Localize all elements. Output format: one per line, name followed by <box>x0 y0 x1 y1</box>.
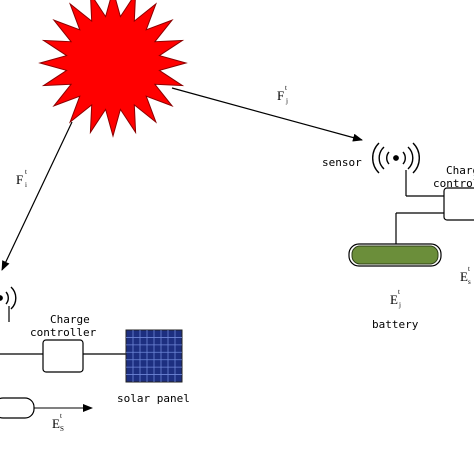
flow-fi-sub: i <box>25 181 27 189</box>
flow-label-fi: F t i <box>16 168 27 189</box>
battery-icon <box>351 245 439 265</box>
left-controller-label-line2: controller <box>30 326 97 339</box>
output-energy-label: E t S <box>52 412 64 433</box>
right-controller-label-line2: controller <box>433 177 474 190</box>
left-battery-icon <box>0 397 35 419</box>
battery-energy-sub: j <box>398 301 401 309</box>
output-energy-sup: t <box>60 412 62 420</box>
sensor-label: sensor <box>322 156 362 169</box>
flow-label-fj: F t j <box>277 84 288 105</box>
left-antenna-icon <box>0 286 17 310</box>
battery-energy-sup: t <box>398 288 400 296</box>
flow-fj-main: F <box>277 88 284 103</box>
flow-fj-sup: t <box>285 84 287 92</box>
left-controller-label-line1: Charge <box>50 313 90 326</box>
solar-panel-icon <box>125 329 183 383</box>
battery-label: battery <box>372 318 419 331</box>
right-controller-label-line1: Charge <box>446 164 474 177</box>
flow-fj-sub: j <box>285 97 288 105</box>
battery-energy-main: E <box>390 292 398 307</box>
side-energy-main: E <box>460 269 468 284</box>
arrow-sun-to-left-node <box>1 121 73 271</box>
flow-fi-main: F <box>16 172 23 187</box>
left-charge-controller-box <box>42 339 84 373</box>
antenna-icon <box>372 142 420 174</box>
side-energy-sub: s <box>468 278 471 286</box>
output-energy-main: E <box>52 416 60 431</box>
flow-fi-sup: t <box>25 168 27 176</box>
solar-panel-label: solar panel <box>117 392 190 405</box>
sun-icon <box>38 0 188 138</box>
output-energy-sub: S <box>60 425 64 433</box>
right-charge-controller-box <box>443 187 474 221</box>
side-energy-label: E t s <box>460 265 471 286</box>
sun-rays <box>38 0 188 138</box>
arrow-sun-to-sensor <box>171 87 363 142</box>
battery-energy-label: E t j <box>390 288 401 309</box>
side-energy-sup: t <box>468 265 470 273</box>
